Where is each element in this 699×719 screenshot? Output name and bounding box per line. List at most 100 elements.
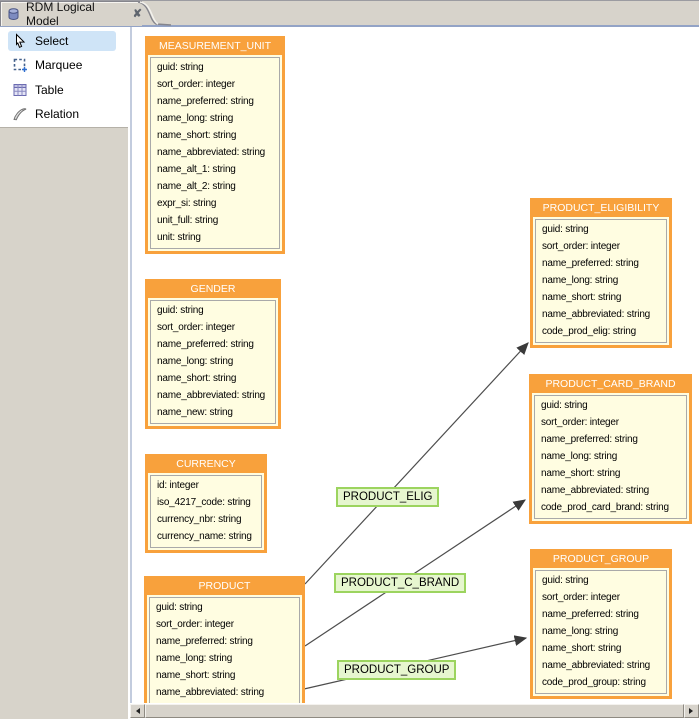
attribute-row[interactable]: name_short: string <box>157 130 237 141</box>
entity-title[interactable]: PRODUCT_CARD_BRAND <box>532 377 689 393</box>
tab-curve-decoration <box>137 1 171 26</box>
cursor-icon <box>12 33 28 49</box>
relation-label-product_group[interactable]: PRODUCT_GROUP <box>337 660 457 680</box>
palette-tool-marquee[interactable]: Marquee <box>8 55 116 75</box>
attribute-row[interactable]: name_short: string <box>157 373 237 384</box>
palette-empty-area <box>0 127 128 719</box>
attribute-row[interactable]: name_long: string <box>156 653 233 664</box>
attribute-row[interactable]: name_abbreviated: string <box>542 309 651 320</box>
attribute-row[interactable]: code_prod_elig: string <box>542 326 636 337</box>
attribute-row[interactable]: guid: string <box>541 400 588 411</box>
entity-title[interactable]: MEASUREMENT_UNIT <box>148 39 282 55</box>
attribute-row[interactable]: name_long: string <box>542 626 619 637</box>
entity-attribute-list: guid: string sort_order: integer name_pref… <box>535 219 667 343</box>
entity-currency[interactable]: CURRENCY id: integer iso_4217_code: string… <box>145 454 267 553</box>
palette-tool-label: Relation <box>35 107 80 121</box>
entity-attribute-list: guid: string sort_order: integer name_pref… <box>149 597 300 703</box>
attribute-row[interactable]: name_long: string <box>157 356 234 367</box>
palette-tool-table[interactable]: Table <box>8 80 116 100</box>
attribute-row[interactable]: sort_order: integer <box>541 417 619 428</box>
attribute-row[interactable]: name_preferred: string <box>542 609 639 620</box>
attribute-row[interactable]: name_abbreviated: string <box>542 660 651 671</box>
table-icon <box>12 82 28 98</box>
attribute-row[interactable]: name_preferred: string <box>541 434 638 445</box>
attribute-row[interactable]: guid: string <box>156 602 203 613</box>
attribute-row[interactable]: name_long: string <box>157 113 234 124</box>
entity-gender[interactable]: GENDER guid: string sort_order: integer nam… <box>145 279 281 429</box>
attribute-row[interactable]: name_abbreviated: string <box>157 390 266 401</box>
entity-title[interactable]: PRODUCT_GROUP <box>533 552 669 568</box>
attribute-row[interactable]: sort_order: integer <box>157 79 235 90</box>
tab-rdm-logical-model[interactable]: RDM Logical Model ✘ <box>0 0 142 28</box>
entity-product_card_brand[interactable]: PRODUCT_CARD_BRAND guid: string sort_order… <box>529 374 692 524</box>
relation-label-product_c_brand[interactable]: PRODUCT_C_BRAND <box>334 573 467 593</box>
attribute-row[interactable]: name_alt_1: string <box>157 164 236 175</box>
tab-title: RDM Logical Model <box>26 0 95 28</box>
editor-tab-bar: RDM Logical Model ✘ <box>0 0 699 28</box>
entity-title[interactable]: PRODUCT <box>147 579 302 595</box>
left-arrow-icon <box>133 708 140 714</box>
attribute-row[interactable]: guid: string <box>542 224 589 235</box>
horizontal-scrollbar[interactable] <box>130 703 699 718</box>
attribute-row[interactable]: guid: string <box>542 575 589 586</box>
attribute-row[interactable]: sort_order: integer <box>542 592 620 603</box>
attribute-row[interactable]: name_preferred: string <box>156 636 253 647</box>
entity-title[interactable]: GENDER <box>148 282 278 298</box>
attribute-row[interactable]: unit_full: string <box>157 215 219 226</box>
attribute-row[interactable]: name_preferred: string <box>157 339 254 350</box>
entity-product_eligibility[interactable]: PRODUCT_ELIGIBILITY guid: string sort_orde… <box>530 198 672 348</box>
attribute-row[interactable]: name_short: string <box>541 468 621 479</box>
scrollbar-thumb[interactable] <box>145 704 684 718</box>
attribute-row[interactable]: sort_order: integer <box>157 322 235 333</box>
relation-line-product_elig[interactable] <box>304 342 529 585</box>
relation-icon <box>12 106 28 122</box>
entity-attribute-list: guid: string sort_order: integer name_pref… <box>150 300 276 424</box>
attribute-row[interactable]: name_preferred: string <box>542 258 639 269</box>
marquee-icon <box>12 57 28 73</box>
entity-attribute-list: id: integer iso_4217_code: string currency… <box>150 475 262 548</box>
attribute-row[interactable]: name_alt_2: string <box>157 181 236 192</box>
attribute-row[interactable]: name_short: string <box>542 643 622 654</box>
attribute-row[interactable]: name_long: string <box>541 451 618 462</box>
attribute-row[interactable]: name_abbreviated: string <box>157 147 266 158</box>
attribute-row[interactable]: name_abbreviated: string <box>156 687 265 698</box>
database-icon <box>6 7 21 22</box>
attribute-row[interactable]: name_new: string <box>157 407 233 418</box>
attribute-row[interactable]: guid: string <box>157 62 204 73</box>
relation-label-product_elig[interactable]: PRODUCT_ELIG <box>336 487 440 507</box>
attribute-row[interactable]: code_prod_group: string <box>542 677 646 688</box>
tab-close-icon[interactable]: ✘ <box>132 7 142 20</box>
entity-title[interactable]: CURRENCY <box>148 457 264 473</box>
attribute-row[interactable]: sort_order: integer <box>542 241 620 252</box>
scroll-right-button[interactable] <box>684 704 699 718</box>
scroll-left-button[interactable] <box>130 704 145 718</box>
attribute-row[interactable]: currency_name: string <box>157 531 252 542</box>
entity-attribute-list: guid: string sort_order: integer name_pref… <box>150 57 280 249</box>
diagram-canvas[interactable]: MEASUREMENT_UNIT guid: string sort_order: … <box>130 27 699 703</box>
entity-product_group[interactable]: PRODUCT_GROUP guid: string sort_order: int… <box>530 549 672 699</box>
entity-attribute-list: guid: string sort_order: integer name_pref… <box>535 570 667 694</box>
entity-product[interactable]: PRODUCT guid: string sort_order: integer na… <box>144 576 305 703</box>
entity-title[interactable]: PRODUCT_ELIGIBILITY <box>533 201 669 217</box>
entity-attribute-list: guid: string sort_order: integer name_pref… <box>534 395 687 519</box>
attribute-row[interactable]: id: integer <box>157 480 199 491</box>
attribute-row[interactable]: name_abbreviated: string <box>541 485 650 496</box>
attribute-row[interactable]: guid: string <box>157 305 204 316</box>
attribute-row[interactable]: name_long: string <box>542 275 619 286</box>
palette-tool-label: Marquee <box>35 58 83 72</box>
attribute-row[interactable]: expr_si: string <box>157 198 217 209</box>
palette-tool-label: Table <box>35 83 64 97</box>
attribute-row[interactable]: code_prod_card_brand: string <box>541 502 669 513</box>
tool-palette: Select Marquee Table Relation <box>0 27 128 719</box>
entity-measurement_unit[interactable]: MEASUREMENT_UNIT guid: string sort_order: … <box>145 36 285 254</box>
attribute-row[interactable]: name_short: string <box>156 670 236 681</box>
attribute-row[interactable]: sort_order: integer <box>156 619 234 630</box>
attribute-row[interactable]: name_preferred: string <box>157 96 254 107</box>
palette-tool-relation[interactable]: Relation <box>8 104 116 124</box>
attribute-row[interactable]: iso_4217_code: string <box>157 497 251 508</box>
attribute-row[interactable]: name_short: string <box>542 292 622 303</box>
palette-tool-select[interactable]: Select <box>8 31 116 51</box>
attribute-row[interactable]: unit: string <box>157 232 201 243</box>
attribute-row[interactable]: currency_nbr: string <box>157 514 242 525</box>
palette-tool-label: Select <box>35 34 69 48</box>
